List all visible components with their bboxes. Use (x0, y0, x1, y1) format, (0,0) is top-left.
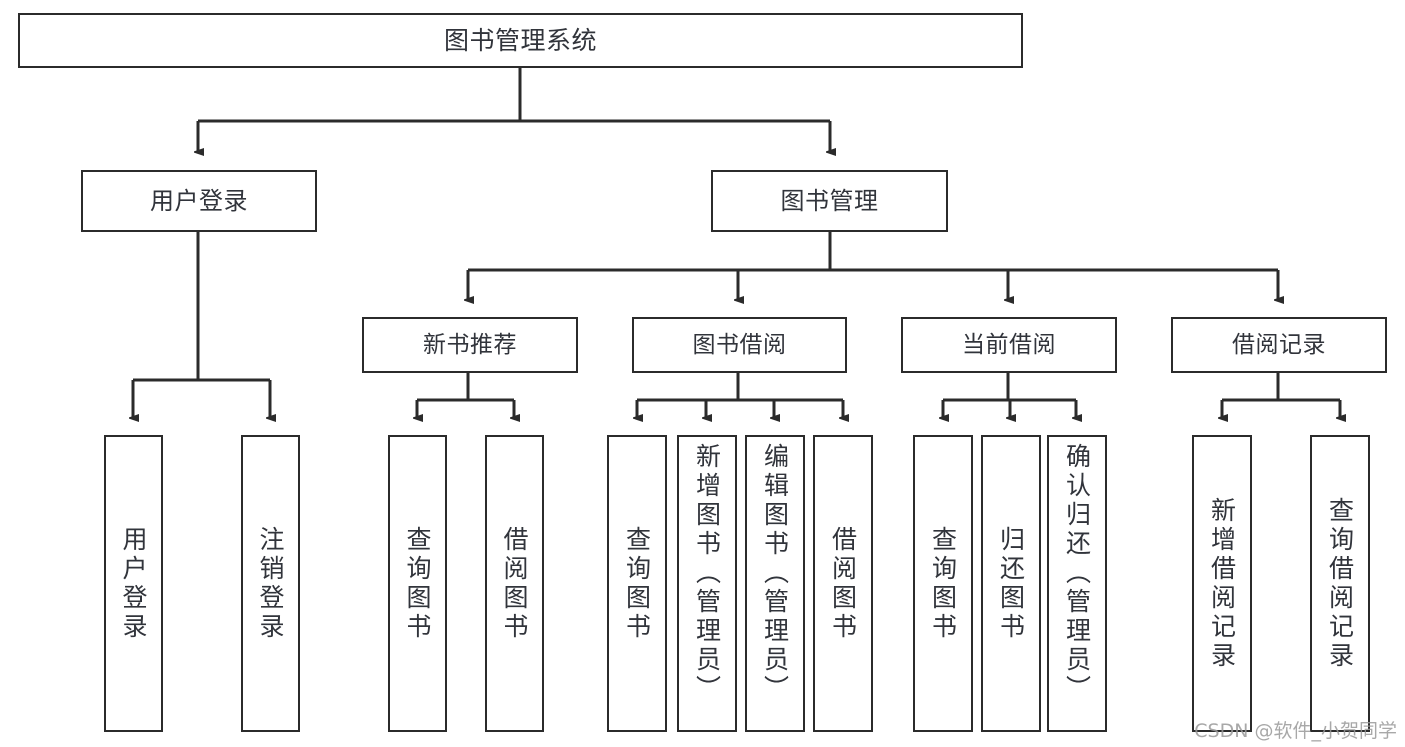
node-leaf-query-record[interactable]: 查询借阅记录 (1310, 435, 1370, 732)
node-leaf-user-logout-label: 注销登录 (256, 525, 285, 642)
node-leaf-add-book[interactable]: 新增图书（管理员） (677, 435, 737, 732)
node-leaf-borrow-book-2-label: 借阅图书 (828, 525, 858, 642)
node-book-borrow[interactable]: 图书借阅 (632, 317, 847, 373)
node-new-book-recommend-label: 新书推荐 (423, 331, 517, 358)
node-user-login-label: 用户登录 (150, 187, 248, 215)
node-leaf-borrow-book-1[interactable]: 借阅图书 (485, 435, 544, 732)
node-leaf-user-logout[interactable]: 注销登录 (241, 435, 300, 732)
node-leaf-query-record-label: 查询借阅记录 (1325, 496, 1355, 671)
node-current-borrow-label: 当前借阅 (962, 331, 1056, 358)
node-leaf-query-book-2[interactable]: 查询图书 (607, 435, 667, 732)
node-book-management[interactable]: 图书管理 (711, 170, 948, 232)
node-leaf-return-book-label: 归还图书 (996, 525, 1026, 642)
node-leaf-confirm-return-label: 确认归还（管理员） (1062, 443, 1092, 704)
csdn-watermark: CSDN @软件_小贺同学 (1194, 720, 1397, 742)
node-leaf-query-book-1[interactable]: 查询图书 (388, 435, 447, 732)
node-leaf-confirm-return[interactable]: 确认归还（管理员） (1047, 435, 1107, 732)
node-leaf-borrow-book-2[interactable]: 借阅图书 (813, 435, 873, 732)
node-borrow-record-label: 借阅记录 (1232, 331, 1326, 358)
node-leaf-edit-book-label: 编辑图书（管理员） (760, 443, 790, 704)
node-new-book-recommend[interactable]: 新书推荐 (362, 317, 578, 373)
node-leaf-add-record[interactable]: 新增借阅记录 (1192, 435, 1252, 732)
node-leaf-borrow-book-1-label: 借阅图书 (500, 525, 529, 642)
node-leaf-user-login-label: 用户登录 (119, 525, 148, 642)
node-user-login[interactable]: 用户登录 (81, 170, 317, 232)
node-leaf-user-login[interactable]: 用户登录 (104, 435, 163, 732)
node-root-label: 图书管理系统 (443, 25, 597, 55)
node-root[interactable]: 图书管理系统 (18, 13, 1023, 68)
node-book-management-label: 图书管理 (780, 187, 879, 215)
node-current-borrow[interactable]: 当前借阅 (901, 317, 1117, 373)
node-leaf-add-book-label: 新增图书（管理员） (692, 443, 722, 704)
node-borrow-record[interactable]: 借阅记录 (1171, 317, 1387, 373)
node-leaf-query-book-2-label: 查询图书 (622, 525, 652, 642)
node-leaf-query-book-3[interactable]: 查询图书 (913, 435, 973, 732)
node-book-borrow-label: 图书借阅 (692, 331, 787, 358)
node-leaf-query-book-3-label: 查询图书 (928, 525, 958, 642)
node-leaf-edit-book[interactable]: 编辑图书（管理员） (745, 435, 805, 732)
node-leaf-return-book[interactable]: 归还图书 (981, 435, 1041, 732)
node-leaf-query-book-1-label: 查询图书 (403, 525, 432, 642)
node-leaf-add-record-label: 新增借阅记录 (1207, 496, 1237, 671)
